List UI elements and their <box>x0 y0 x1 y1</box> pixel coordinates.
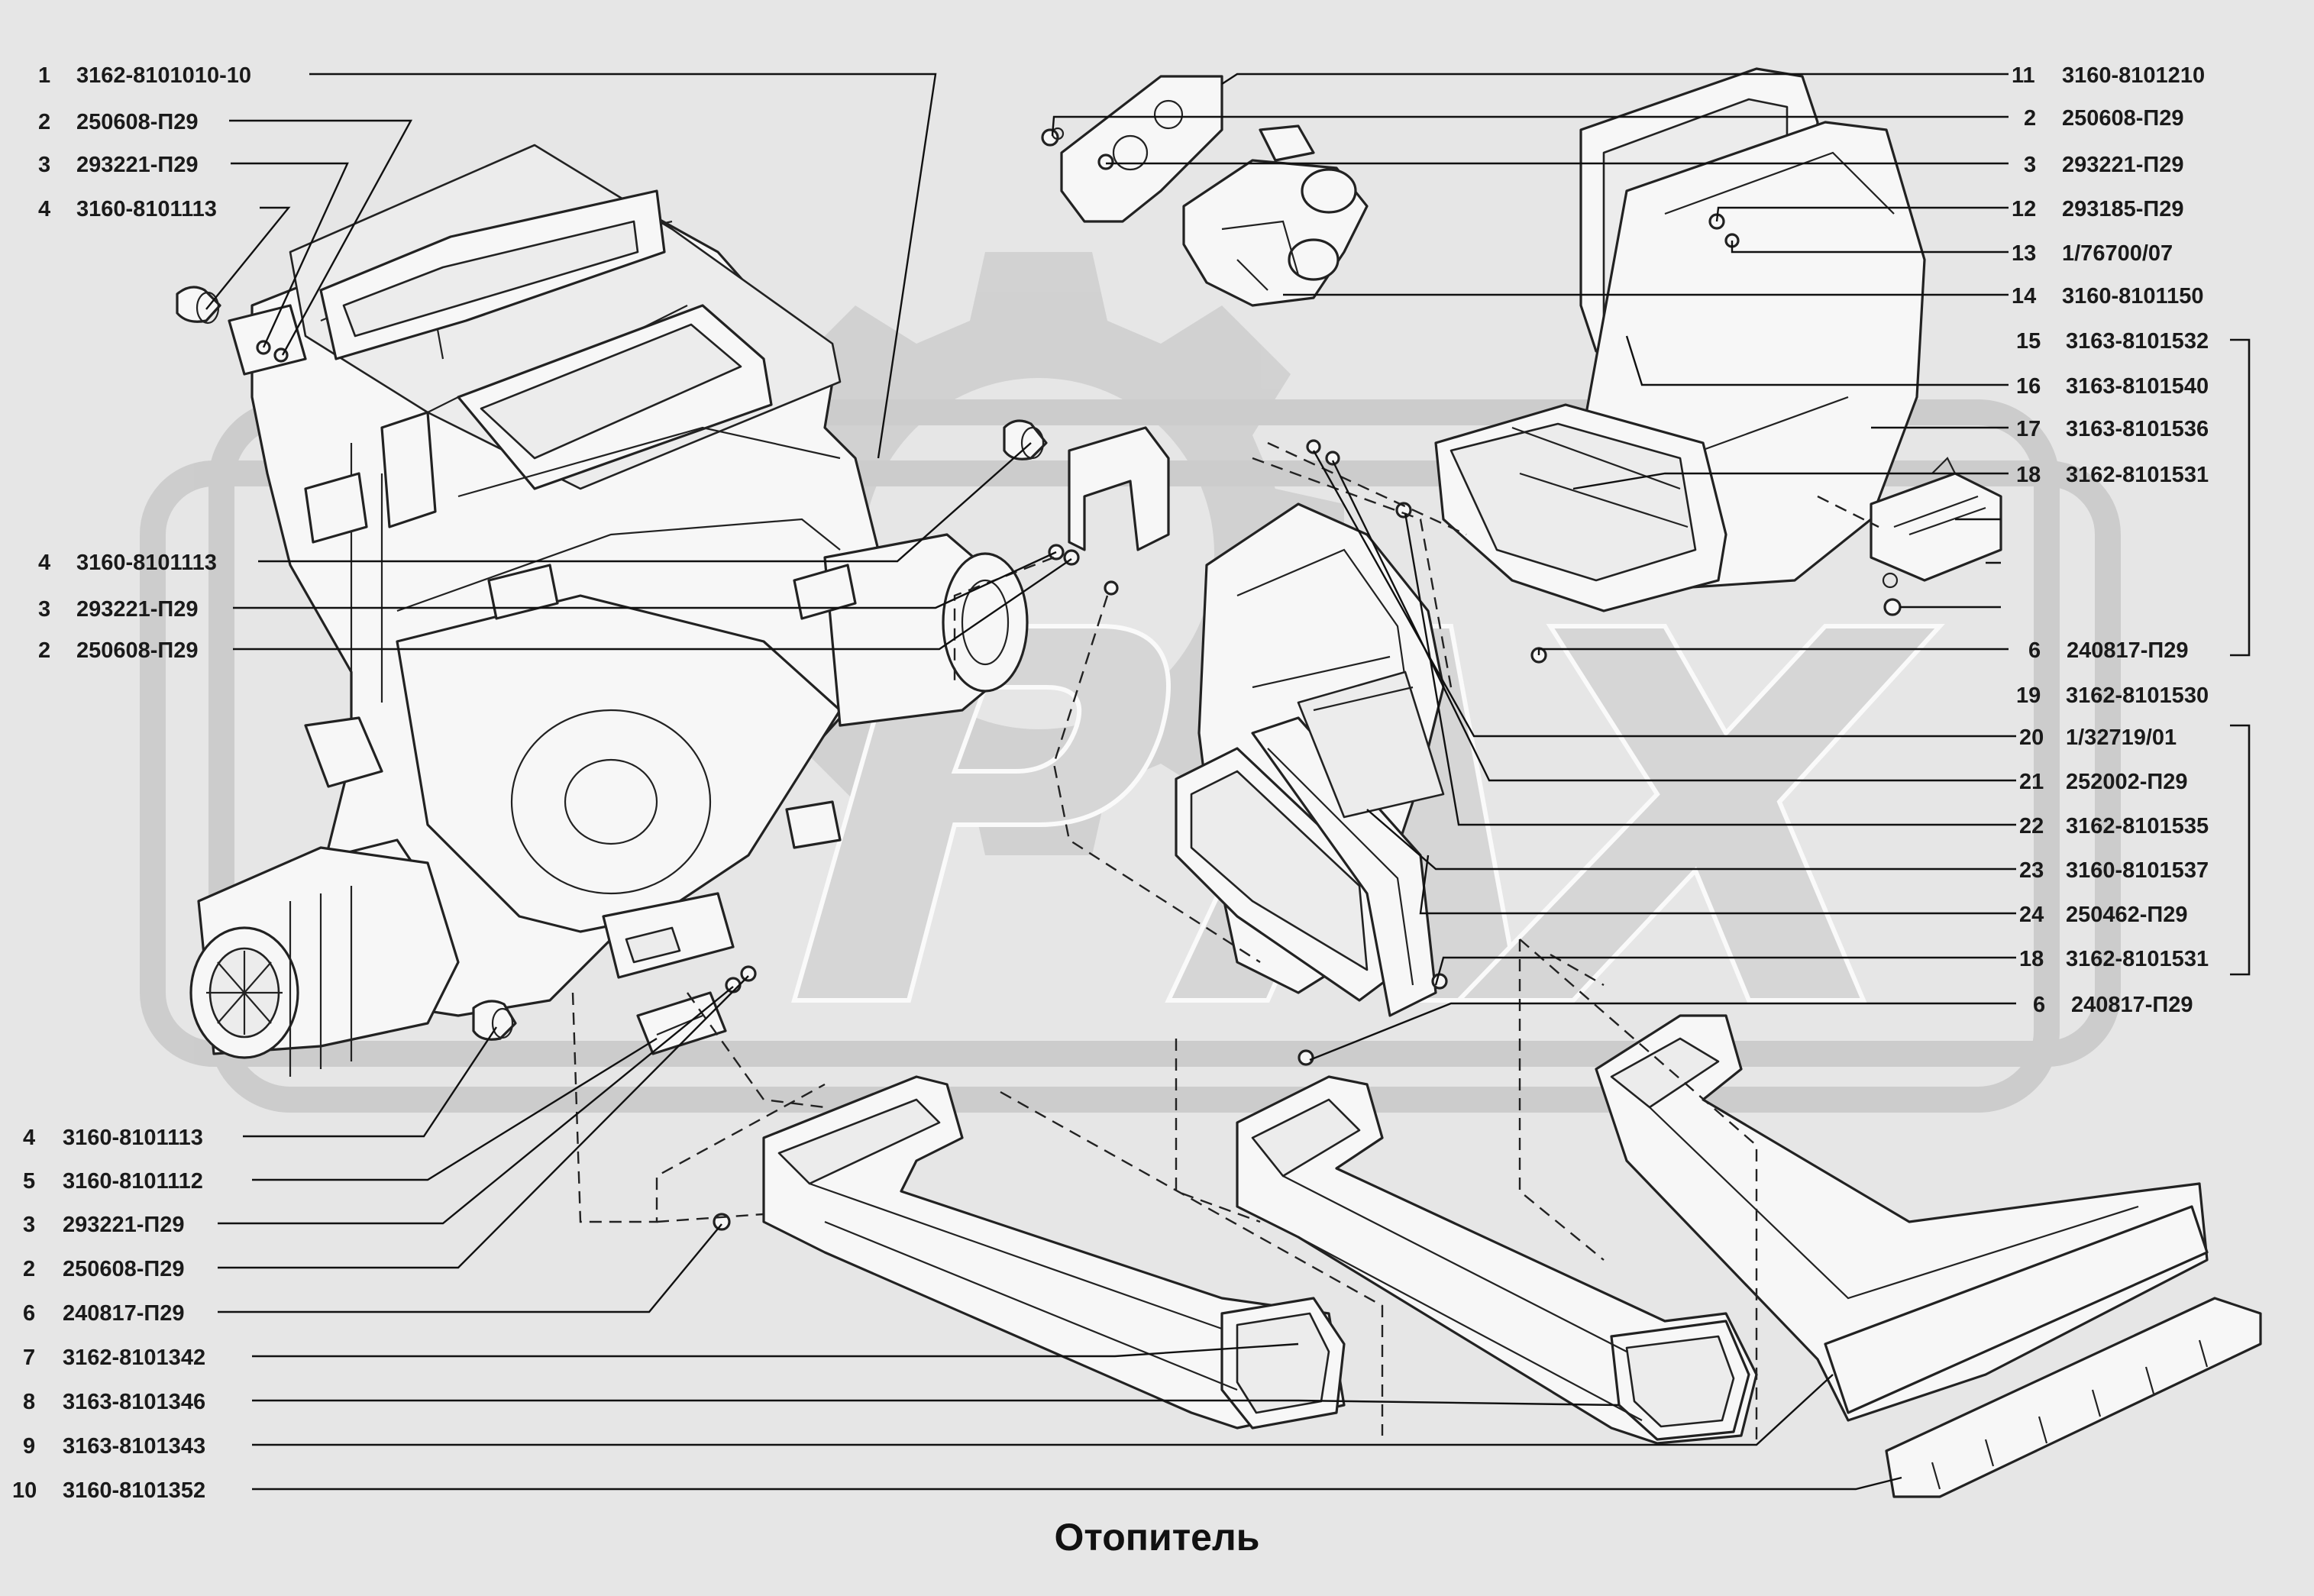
heater-housing <box>189 144 1029 1077</box>
callout-part-number: 240817-П29 <box>2071 993 2193 1017</box>
callout-part-number: 1/76700/07 <box>2062 241 2173 266</box>
callout-part-number: 1/32719/01 <box>2066 725 2177 750</box>
callout-number: 18 <box>2016 463 2041 487</box>
callout-part-number: 240817-П29 <box>63 1301 185 1326</box>
callout-part-number: 3163-8101532 <box>2066 329 2209 354</box>
callout-number: 6 <box>23 1301 35 1326</box>
floor-duct-middle <box>1236 1075 1758 1445</box>
callout-part-number: 250608-П29 <box>63 1257 185 1281</box>
callout-part-number: 252002-П29 <box>2066 770 2188 794</box>
callout-part-number: 3160-8101113 <box>76 197 217 221</box>
rubber-bushing <box>176 286 1048 1041</box>
callout-part-number: 3163-8101346 <box>63 1390 205 1414</box>
callout-part-number: 3162-8101010-10 <box>76 63 251 88</box>
upper-air-duct <box>1434 67 1926 612</box>
callout-part-number: 293221-П29 <box>2062 153 2184 177</box>
callout-part-number: 3160-8101352 <box>63 1478 205 1503</box>
floor-duct-right <box>1595 1014 2209 1422</box>
callout-brackets <box>2230 338 2251 976</box>
callout-number: 4 <box>23 1126 35 1150</box>
heater-bracket <box>636 426 1170 1055</box>
callout-number: 14 <box>2012 284 2036 309</box>
callout-number: 5 <box>23 1169 35 1194</box>
callout-number: 7 <box>23 1346 35 1370</box>
leader-lines <box>205 73 2016 1491</box>
middle-air-duct <box>1175 502 1445 1017</box>
callout-part-number: 3163-8101343 <box>63 1434 205 1459</box>
callout-number: 3 <box>23 1213 35 1237</box>
callout-part-number: 3160-8101150 <box>2062 284 2203 309</box>
callout-number: 9 <box>23 1434 35 1459</box>
air-vent-grille <box>1885 1297 2262 1498</box>
callout-number: 2 <box>38 110 50 134</box>
callout-part-number: 3163-8101540 <box>2066 374 2209 399</box>
callout-number: 10 <box>12 1478 37 1503</box>
callout-part-number: 250608-П29 <box>2062 106 2184 131</box>
callout-number: 2 <box>38 638 50 663</box>
callout-number: 16 <box>2016 374 2041 399</box>
callout-part-number: 250462-П29 <box>2066 903 2188 927</box>
callout-number: 6 <box>2033 993 2045 1017</box>
callout-part-number: 3160-8101210 <box>2062 63 2205 88</box>
left-callout-list: 1 3162-8101010-10 2 250608-П29 3 293221-… <box>12 63 251 1503</box>
callout-number: 19 <box>2016 683 2041 708</box>
callout-part-number: 3163-8101536 <box>2066 417 2209 441</box>
fasteners <box>256 127 1740 1231</box>
callout-number: 3 <box>2024 153 2036 177</box>
callout-number: 18 <box>2019 947 2044 971</box>
callout-part-number: 3160-8101537 <box>2066 858 2209 883</box>
callout-number: 17 <box>2016 417 2041 441</box>
callout-number: 3 <box>38 597 50 622</box>
callout-part-number: 3162-8101535 <box>2066 814 2209 838</box>
callout-number: 11 <box>2012 63 2035 88</box>
callout-number: 4 <box>38 197 50 221</box>
callout-part-number: 293221-П29 <box>76 597 199 622</box>
callout-number: 24 <box>2019 903 2044 927</box>
callout-number: 20 <box>2019 725 2044 750</box>
callout-number: 2 <box>23 1257 35 1281</box>
callout-part-number: 293185-П29 <box>2062 197 2184 221</box>
callout-part-number: 3160-8101113 <box>63 1126 203 1150</box>
assembly-guide-lines <box>571 441 1879 1443</box>
diagram-title: Отопитель <box>1055 1516 1260 1559</box>
callout-number: 4 <box>38 551 50 575</box>
right-callout-list: 11 3160-8101210 2 250608-П29 3 293221-П2… <box>2012 63 2209 1017</box>
callout-number: 1 <box>38 63 50 88</box>
callout-part-number: 3160-8101112 <box>63 1169 203 1194</box>
callout-number: 2 <box>2024 106 2036 131</box>
callout-part-number: 3162-8101531 <box>2066 463 2209 487</box>
callout-part-number: 3162-8101530 <box>2066 683 2209 708</box>
callout-part-number: 293221-П29 <box>63 1213 185 1237</box>
callout-part-number: 3162-8101342 <box>63 1346 205 1370</box>
callout-number: 8 <box>23 1390 35 1414</box>
callout-part-number: 293221-П29 <box>76 153 199 177</box>
callout-number: 15 <box>2016 329 2041 354</box>
callout-part-number: 250608-П29 <box>76 638 199 663</box>
callout-number: 23 <box>2019 858 2044 883</box>
callout-number: 13 <box>2012 241 2036 266</box>
callout-part-number: 240817-П29 <box>2067 638 2189 663</box>
callout-number: 21 <box>2019 770 2044 794</box>
callout-part-number: 3160-8101113 <box>76 551 217 575</box>
callout-number: 6 <box>2028 638 2041 663</box>
callout-number: 3 <box>38 153 50 177</box>
callout-number: 12 <box>2012 197 2036 221</box>
callout-number: 22 <box>2019 814 2044 838</box>
callout-part-number: 3162-8101531 <box>2066 947 2209 971</box>
callout-part-number: 250608-П29 <box>76 110 199 134</box>
heater-valve <box>1060 75 1369 307</box>
